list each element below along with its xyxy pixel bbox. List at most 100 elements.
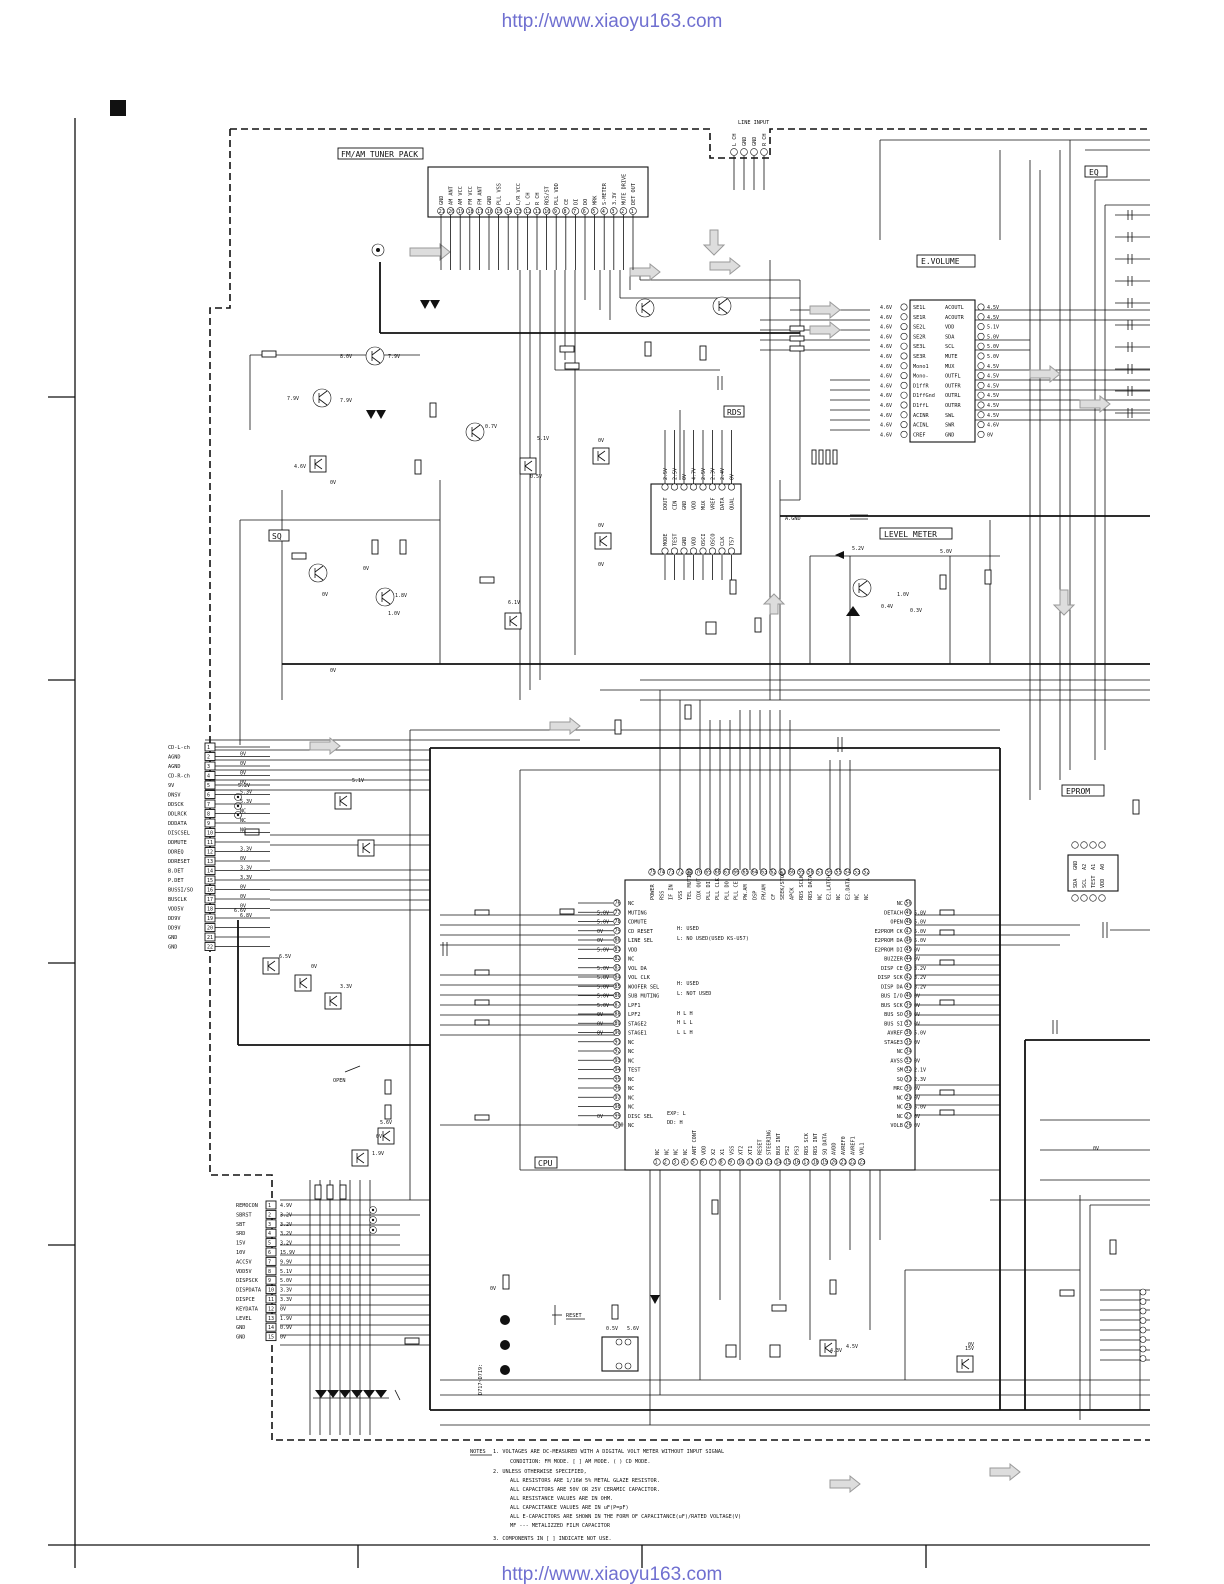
cpu-pin-number: 79 <box>615 928 621 934</box>
cpu-left-pin-label: NC <box>628 1049 634 1055</box>
rds-top-pin-label: QUAL <box>730 498 736 511</box>
e-volume-pin <box>900 332 908 340</box>
cpu-pin <box>904 1010 912 1018</box>
voltage-label: 5.2V <box>238 783 250 789</box>
cpu-pin-number: 90 <box>615 1030 621 1036</box>
cpu-pin-number: 66 <box>733 870 739 876</box>
cpu-left-pin-label: NC <box>628 1058 634 1064</box>
digital-transistor-icon <box>334 792 352 810</box>
e-volume-left-voltage: 4.6V <box>880 325 892 331</box>
rds-top-pin-label: GND <box>682 501 688 510</box>
e-volume-right-voltage: 0V <box>987 432 993 438</box>
cpu-top-pin-label: RDS SCLK <box>799 874 805 900</box>
cpu-pin <box>755 1158 763 1166</box>
e-volume-right-pin-label: ACOUTL <box>945 305 964 311</box>
front-connector-voltage: 3.2V <box>280 1231 292 1237</box>
cpu-left-pin-label: NC <box>628 957 634 963</box>
cpu-pin-number: 57 <box>817 870 823 876</box>
cpu-pin-number: 76 <box>615 901 621 907</box>
cpu-bottom-pin-label: VSS <box>729 1146 735 1155</box>
cpu-pin-number: 54 <box>845 870 851 876</box>
digital-transistor-icon <box>351 1149 369 1167</box>
cd-connector-voltage: 0V <box>240 771 246 777</box>
cpu-pin <box>904 1028 912 1037</box>
voltage-label: 4.6V <box>294 464 306 470</box>
eq-block: EQ <box>1084 165 1150 418</box>
voltage-label: 0V <box>490 1286 496 1292</box>
tuner-pin-number: 8 <box>564 209 567 215</box>
e-volume-left-voltage: 4.6V <box>880 374 892 380</box>
e-volume-right-voltage: 4.6V <box>987 423 999 429</box>
eprom-bottom-pin-label: TEST <box>1091 876 1097 889</box>
cpu-pin <box>769 868 777 876</box>
e-volume-block: E.VOLUME SE1L4.6VSE1R4.6VSE2L4.6VSE2R4.6… <box>880 254 999 443</box>
e-volume-ic[interactable] <box>909 299 976 443</box>
cpu-right-voltage: 5.0V <box>914 920 926 926</box>
cd-connector-signal: DDRESET <box>168 859 190 865</box>
cpu-pin-number: 21 <box>841 1160 847 1166</box>
rds-pin <box>670 547 678 555</box>
cpu-left-pin-label: CDMUTE <box>628 920 647 926</box>
voltage-label: 7.9V <box>340 398 352 404</box>
cpu-pin <box>671 1158 680 1166</box>
cpu-pin-number: 39 <box>906 1002 912 1008</box>
wiring <box>205 139 1150 1435</box>
cd-connector-pin-number: 10 <box>207 831 213 837</box>
crystal-icon <box>769 1344 781 1358</box>
cpu-pin <box>904 908 912 916</box>
tuner-pin-number: 14 <box>506 209 512 215</box>
eprom-ic[interactable] <box>1067 854 1119 892</box>
cpu-pin <box>613 899 621 907</box>
tuner-pack-label: FM/AM TUNER PACK <box>341 150 418 159</box>
e-volume-left-voltage: 4.6V <box>880 315 892 321</box>
cpu-top-pin-label: PLL CE <box>734 881 740 900</box>
tuner-pin <box>494 207 503 215</box>
cpu-right-voltage: 0V <box>914 1012 920 1018</box>
cpu-note: L: NOT USED <box>677 991 711 997</box>
cpu-left-pin-label: VDD <box>628 947 637 953</box>
reset-label: RESET <box>566 1313 582 1319</box>
cpu-left-voltage: 0V <box>597 1114 603 1120</box>
cpu-pin <box>787 868 796 876</box>
digital-transistor-icon <box>594 532 612 550</box>
rds-top-voltage: 0V <box>730 474 736 480</box>
cd-connector-voltage: 5.3V <box>240 790 252 796</box>
cd-connector-signal: AGND <box>168 764 181 770</box>
cpu-pin <box>613 1065 621 1074</box>
cd-connector-pin-number: 5 <box>207 783 210 789</box>
cpu-pin-number: 95 <box>615 1076 621 1082</box>
cd-connector-pin-number: 3 <box>207 764 210 770</box>
cpu-pin <box>820 1158 829 1166</box>
cpu-ic[interactable] <box>624 879 916 1171</box>
cd-connector-signal: DDMUTE <box>168 840 187 846</box>
e-volume-left-voltage: 4.6V <box>880 334 892 340</box>
front-connector-pin <box>265 1275 277 1285</box>
tuner-pin-label: GND <box>439 196 445 205</box>
front-connector-signal: REMOCON <box>236 1203 258 1209</box>
rds-ic[interactable] <box>650 483 742 555</box>
cd-connector-voltage: NC <box>240 818 246 824</box>
cpu-pin <box>904 1019 912 1027</box>
cd-connector-pin-number: 4 <box>207 774 210 780</box>
cpu-right-pin-label: BUS SO <box>884 1012 903 1018</box>
cpu-pin <box>904 1121 912 1129</box>
cpu-pin-number: 38 <box>906 1012 912 1018</box>
e-volume-left-pin-label: CREF <box>913 432 926 438</box>
cpu-right-pin-label: MRC <box>894 1086 903 1092</box>
cpu-left-pin-label: LPF2 <box>628 1012 641 1018</box>
cpu-pin-number: 19 <box>822 1160 828 1166</box>
cpu-pin-number: 6 <box>701 1160 704 1166</box>
rds-block: RDS DOUT2.5VCIN2.5VGND0VVDD4.7VMUX2.5VVR… <box>650 405 801 580</box>
rds-bottom-pin-label: TEST <box>673 534 679 547</box>
cd-connector-pin-number: 7 <box>207 802 210 808</box>
tuner-pin-number: 3 <box>612 209 615 215</box>
tuner-pin-number: 12 <box>525 209 531 215</box>
front-connector-pin <box>265 1219 277 1229</box>
cpu-pin-number: 37 <box>906 1021 912 1027</box>
footer-url[interactable]: http://www.xiaoyu163.com <box>502 1564 723 1584</box>
header-url[interactable]: http://www.xiaoyu163.com <box>502 11 723 32</box>
front-connector-pin <box>265 1256 277 1266</box>
